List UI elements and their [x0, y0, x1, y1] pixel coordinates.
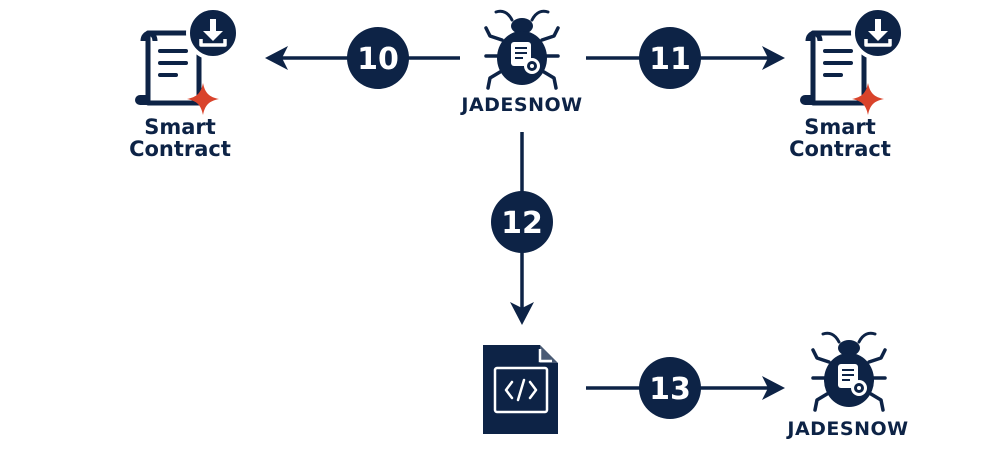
contract-right-label-line2: Contract	[789, 137, 891, 162]
smart-contract-download-icon	[135, 8, 238, 115]
step-badge-13: 13	[639, 357, 701, 419]
step-badge-12: 12	[491, 191, 553, 253]
step-number-12: 12	[501, 206, 543, 241]
bug-icon	[484, 9, 560, 90]
jadesnow-bottom-label: JADESNOW	[787, 418, 909, 440]
step-number-13: 13	[649, 372, 691, 407]
bug-icon	[811, 331, 887, 412]
jadesnow-top-label: JADESNOW	[461, 94, 583, 116]
contract-right-label-line1: Smart	[804, 115, 876, 139]
step-badge-11: 11	[639, 27, 701, 89]
contract-left-label: Smart Contract	[110, 116, 250, 160]
step-number-10: 10	[357, 42, 399, 77]
contract-left-label-line2: Contract	[129, 137, 231, 162]
contract-right-label: Smart Contract	[770, 116, 910, 160]
code-file-icon	[483, 345, 558, 434]
step-badge-10: 10	[347, 27, 409, 89]
step-number-11: 11	[649, 42, 691, 77]
smart-contract-download-icon	[800, 8, 903, 115]
contract-left-label-line1: Smart	[144, 115, 216, 139]
